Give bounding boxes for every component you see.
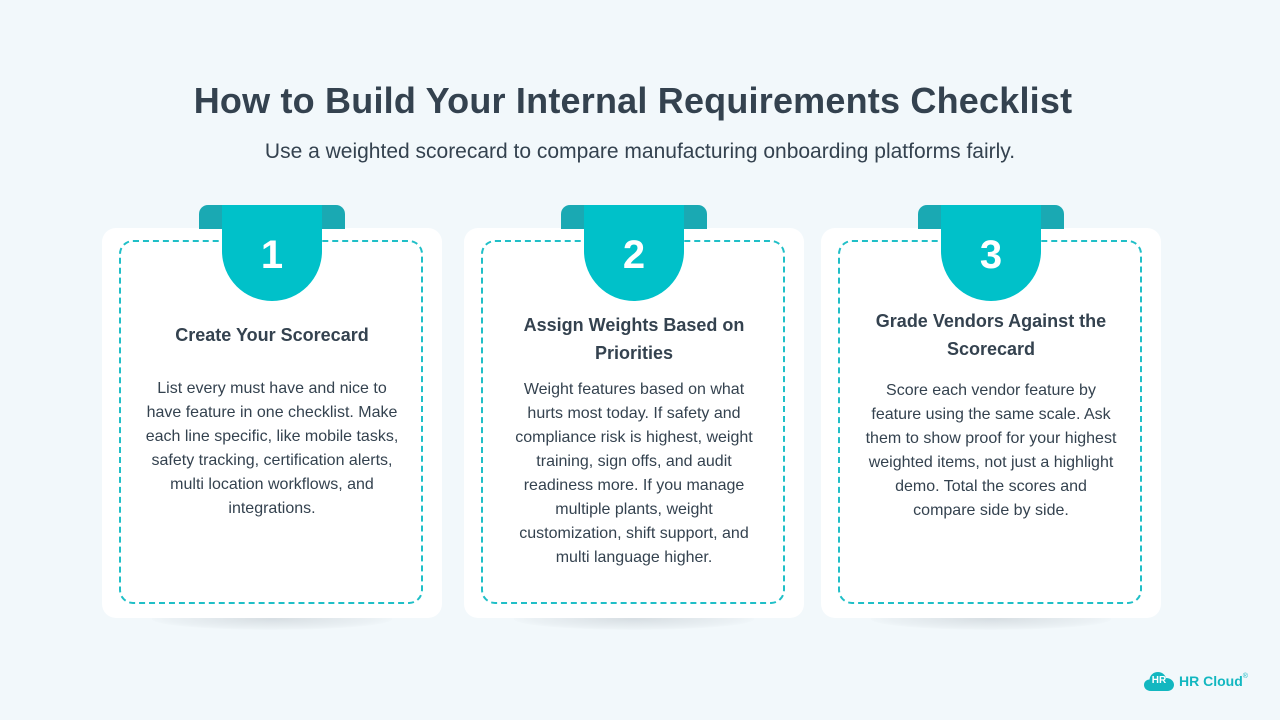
- logo-icon-text: HR: [1151, 675, 1167, 686]
- step-card-3: 3 Grade Vendors Against the Scorecard Sc…: [821, 205, 1161, 630]
- hr-cloud-logo: HR HR Cloud ®: [1143, 667, 1248, 695]
- step-description: Score each vendor feature by feature usi…: [865, 382, 1117, 519]
- step-heading: Assign Weights Based on Priorities: [523, 315, 745, 363]
- page-title: How to Build Your Internal Requirements …: [193, 80, 1073, 121]
- step-heading: Create Your Scorecard: [175, 325, 369, 345]
- step-card-1: 1 Create Your Scorecard List every must …: [102, 205, 442, 630]
- step-number-badge: 3: [941, 205, 1041, 301]
- step-number-badge: 1: [222, 205, 322, 301]
- step-card-2: 2 Assign Weights Based on Priorities Wei…: [464, 205, 804, 630]
- cloud-icon: HR: [1143, 669, 1175, 693]
- step-description: List every must have and nice to have fe…: [145, 380, 399, 517]
- step-description: Weight features based on what hurts most…: [515, 381, 753, 566]
- logo-wordmark: HR Cloud: [1179, 673, 1243, 689]
- step-heading: Grade Vendors Against the Scorecard: [875, 311, 1107, 359]
- registered-mark: ®: [1242, 673, 1248, 680]
- page-subtitle: Use a weighted scorecard to compare manu…: [264, 140, 1016, 163]
- step-number-badge: 2: [584, 205, 684, 301]
